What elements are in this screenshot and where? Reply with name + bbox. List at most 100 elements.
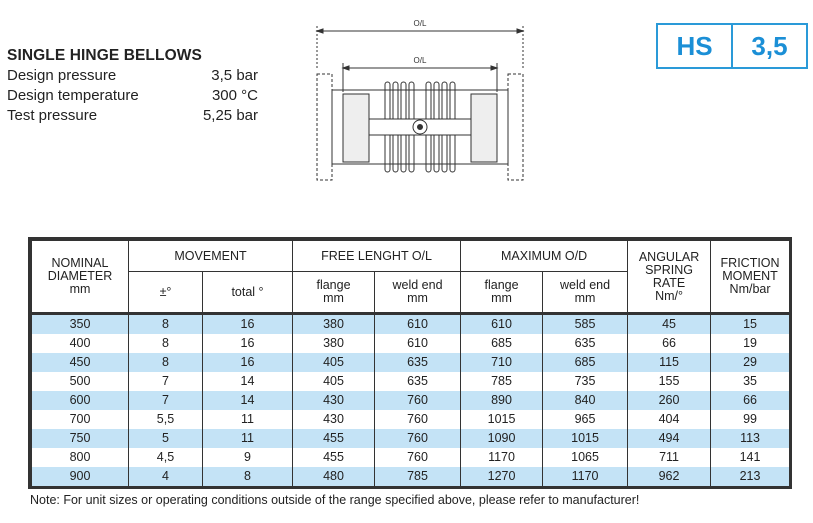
spec-value: 5,25 bar	[202, 107, 258, 124]
table-cell: 962	[627, 467, 712, 486]
header-max-od: MAXIMUM O/D	[460, 240, 629, 272]
table-cell: 785	[460, 372, 544, 391]
header-free-length: FREE LENGHT O/L	[292, 240, 462, 272]
spec-value: 3,5 bar	[211, 67, 258, 84]
table-cell: 1170	[542, 467, 629, 486]
header-movement: MOVEMENT	[127, 240, 294, 272]
table-cell: 260	[627, 391, 712, 410]
spec-label: Design temperature	[7, 87, 139, 104]
outer-length-label: O/L	[414, 19, 427, 28]
table-cell: 1015	[460, 410, 544, 429]
table-cell: 1270	[460, 467, 544, 486]
table-cell: 760	[374, 391, 462, 410]
table-cell: 11	[201, 429, 294, 448]
table-cell: 141	[710, 448, 791, 467]
header-friction-moment: FRICTION MOMENT Nm/bar	[710, 240, 791, 315]
table-cell: 8	[128, 353, 203, 372]
table-cell: 99	[710, 410, 791, 429]
table-cell: 11	[201, 410, 294, 429]
spec-label: Design pressure	[7, 67, 117, 84]
table-cell: 711	[627, 448, 712, 467]
table-cell: 213	[710, 467, 791, 486]
table-cell: 785	[374, 467, 462, 486]
footnote: Note: For unit sizes or operating condit…	[30, 493, 640, 507]
spec-row-design-temperature: Design temperature 300 °C	[7, 86, 267, 106]
table-cell: 4,5	[128, 448, 203, 467]
table-cell: 1065	[542, 448, 629, 467]
right-flange	[507, 73, 524, 181]
bellows-drawing: O/L O/L	[315, 19, 525, 181]
table-cell: 1015	[542, 429, 629, 448]
table-cell: 5,5	[128, 410, 203, 429]
table-cell: 45	[627, 313, 712, 334]
table-cell: 19	[710, 334, 791, 353]
table-cell: 610	[460, 313, 544, 334]
table-cell: 750	[31, 429, 129, 448]
table-cell: 404	[627, 410, 712, 429]
table-cell: 113	[710, 429, 791, 448]
table-cell: 380	[292, 313, 376, 334]
table-cell: 685	[460, 334, 544, 353]
table-cell: 405	[292, 353, 376, 372]
table-cell: 685	[542, 353, 629, 372]
table-cell: 8	[128, 334, 203, 353]
table-cell: 1090	[460, 429, 544, 448]
badge-rating: 3,5	[751, 30, 788, 61]
table-cell: 16	[201, 353, 294, 372]
table-cell: 635	[374, 372, 462, 391]
table-cell: 1170	[460, 448, 544, 467]
table-cell: 7	[128, 372, 203, 391]
table-cell: 760	[374, 429, 462, 448]
product-title: SINGLE HINGE BELLOWS	[7, 47, 202, 64]
header-movement-total: total °	[201, 271, 294, 315]
table-cell: 635	[542, 334, 629, 353]
spec-row-design-pressure: Design pressure 3,5 bar	[7, 66, 267, 86]
table-cell: 8	[128, 313, 203, 334]
table-cell: 700	[31, 410, 129, 429]
table-cell: 380	[292, 334, 376, 353]
table-cell: 115	[627, 353, 712, 372]
table-cell: 480	[292, 467, 376, 486]
table-cell: 610	[374, 334, 462, 353]
spec-row-test-pressure: Test pressure 5,25 bar	[7, 106, 267, 126]
table-cell: 430	[292, 391, 376, 410]
table-cell: 350	[31, 313, 129, 334]
table-cell: 900	[31, 467, 129, 486]
table-cell: 494	[627, 429, 712, 448]
table-cell: 14	[201, 391, 294, 410]
table-cell: 635	[374, 353, 462, 372]
series-badge: HS 3,5	[656, 23, 808, 69]
table-cell: 29	[710, 353, 791, 372]
header-angular-spring-rate: ANGULAR SPRING RATE Nm/°	[627, 240, 712, 315]
table-cell: 35	[710, 372, 791, 391]
table-cell: 5	[128, 429, 203, 448]
table-cell: 710	[460, 353, 544, 372]
dimensions-table: NOMINAL DIAMETER mm MOVEMENT FREE LENGHT…	[28, 237, 792, 489]
table-cell: 735	[542, 372, 629, 391]
table-cell: 430	[292, 410, 376, 429]
table-cell: 14	[201, 372, 294, 391]
header-movement-pm: ±°	[128, 271, 203, 315]
table-cell: 15	[710, 313, 791, 334]
table-cell: 760	[374, 410, 462, 429]
table-cell: 400	[31, 334, 129, 353]
header-nominal-diameter: NOMINAL DIAMETER mm	[31, 240, 129, 315]
table-cell: 7	[128, 391, 203, 410]
spec-label: Test pressure	[7, 107, 98, 124]
table-cell: 455	[292, 448, 376, 467]
table-cell: 4	[128, 467, 203, 486]
table-cell: 890	[460, 391, 544, 410]
inner-length-label: O/L	[414, 56, 427, 65]
